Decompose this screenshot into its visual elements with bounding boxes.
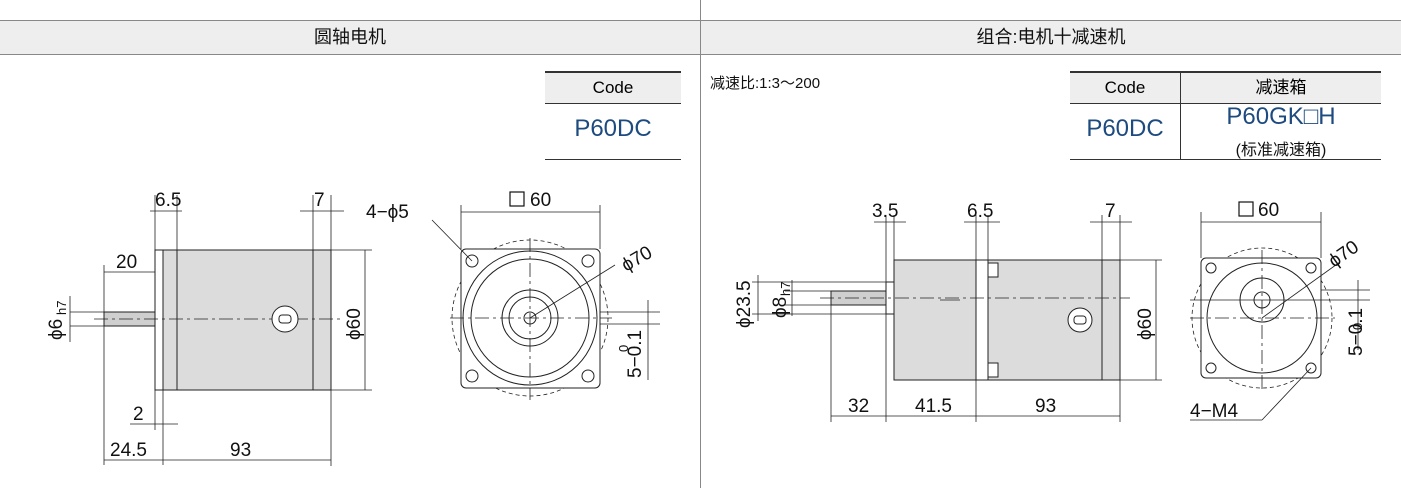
dim-41-5: 41.5	[915, 396, 952, 417]
dim-phi70-left: ϕ70	[618, 242, 656, 276]
right-code-bottom-rule	[1070, 159, 1381, 160]
dim-phi60-right: ϕ60	[1135, 308, 1156, 340]
left-motor-side-view	[94, 249, 342, 391]
dim-93: 93	[230, 440, 251, 461]
right-motor-front-view	[1190, 212, 1370, 421]
right-motor-side-view	[820, 259, 1130, 381]
dim-phi23-5: ϕ23.5	[734, 280, 755, 328]
dim-93-right: 93	[1035, 396, 1056, 417]
right-gear-sub: (标准减速箱)	[1235, 142, 1327, 159]
dim-6-5: 6.5	[155, 190, 181, 211]
dim-5-left: 5−0.1	[625, 330, 646, 378]
dim-7-right: 7	[1105, 201, 1116, 222]
right-code-value: P60DC	[1086, 115, 1164, 142]
dim-0-right: 0	[1350, 323, 1365, 330]
square-symbol-right	[1238, 201, 1254, 217]
dim-phi6: ϕ6	[46, 319, 67, 340]
right-dimension-text: 3.5 6.5 7 32 41.5 93 60 4−M4 ϕ23.5 ϕ8 h7…	[734, 200, 1367, 422]
dim-6-5-right: 6.5	[967, 201, 993, 222]
dim-32: 32	[848, 396, 869, 417]
dim-sq60-right: 60	[1258, 200, 1279, 221]
left-code-value: P60DC	[574, 115, 652, 142]
dim-4-m4: 4−M4	[1190, 401, 1238, 422]
dim-7: 7	[314, 190, 325, 211]
panel-divider	[700, 0, 701, 488]
right-code-col-divider	[1180, 71, 1181, 160]
dim-h7-left: h7	[54, 301, 69, 315]
left-code-bottom-rule	[545, 159, 681, 160]
dim-20: 20	[116, 252, 137, 273]
square-symbol-left	[509, 191, 525, 207]
dim-0-left: 0	[616, 345, 631, 352]
left-motor-front-view	[431, 205, 660, 400]
dim-sq60: 60	[530, 190, 551, 211]
dim-phi70-right: ϕ70	[1325, 237, 1363, 272]
right-code-header: Code	[1070, 71, 1180, 104]
right-panel-title: 组合:电机十减速机	[701, 20, 1401, 55]
dim-24-5: 24.5	[110, 440, 147, 461]
gear-ratio-note: 减速比:1:3～200	[710, 75, 821, 92]
dim-phi8: ϕ8	[770, 297, 791, 318]
left-panel-title: 圆轴电机	[0, 20, 700, 55]
dim-phi60-left: ϕ60	[344, 308, 365, 340]
right-gear-value: P60GK□H	[1226, 103, 1336, 130]
dim-5-right: 5−0.1	[1346, 308, 1367, 356]
dim-2: 2	[133, 404, 144, 425]
right-gear-header: 减速箱	[1181, 71, 1381, 104]
right-dimension-lines	[752, 215, 1162, 422]
left-dimension-lines	[69, 195, 372, 466]
dim-4-phi5: 4−ϕ5	[366, 202, 409, 223]
dim-3-5: 3.5	[872, 201, 898, 222]
left-dimension-text: 6.5 7 20 2 24.5 93 4−ϕ5 60 ϕ6 h7 ϕ60 ϕ70…	[46, 190, 656, 461]
dim-h7-right: h7	[778, 282, 793, 296]
left-code-header: Code	[545, 71, 681, 104]
